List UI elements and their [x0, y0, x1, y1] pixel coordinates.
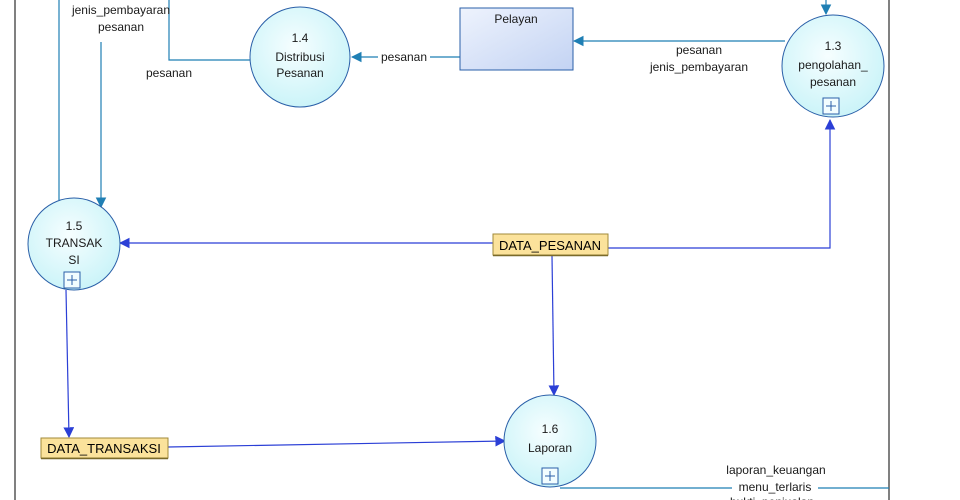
process-name-line: Laporan	[528, 441, 572, 455]
datastore-data-transaksi[interactable]: DATA_TRANSAKSI	[40, 437, 169, 460]
process-1-6[interactable]: 1.6 Laporan	[503, 394, 597, 488]
entity-pelayan[interactable]: Pelayan	[459, 7, 574, 71]
flow-label: laporan_keuangan	[726, 463, 825, 477]
datastore-data-pesanan[interactable]: DATA_PESANAN	[492, 233, 609, 257]
process-name-line: Pesanan	[276, 66, 323, 80]
process-number: 1.6	[542, 422, 559, 436]
plus-box-icon[interactable]	[822, 97, 840, 115]
flow-label: pesanan	[98, 20, 144, 34]
process-1-5[interactable]: 1.5 TRANSAK SI	[27, 197, 121, 291]
flow-line	[168, 0, 250, 61]
process-1-4[interactable]: 1.4 Distribusi Pesanan	[249, 6, 351, 108]
process-name-line: pengolahan_	[798, 58, 868, 72]
flow-label: jenis_pembayaran	[71, 3, 170, 17]
process-name-line: SI	[68, 253, 79, 267]
plus-box-icon[interactable]	[541, 467, 559, 485]
process-number: 1.4	[292, 31, 309, 45]
flow-label: pesanan	[146, 66, 192, 80]
process-number: 1.5	[66, 219, 83, 233]
datastore-label: DATA_TRANSAKSI	[47, 441, 161, 456]
flow-label: pesanan	[676, 43, 722, 57]
datastore-label: DATA_PESANAN	[499, 238, 601, 253]
plus-box-icon[interactable]	[63, 271, 81, 289]
flow-line	[548, 255, 560, 397]
flow-line	[63, 289, 75, 439]
process-number: 1.3	[825, 39, 842, 53]
flow-label: menu_terlaris	[739, 480, 812, 494]
entity-label: Pelayan	[494, 12, 537, 26]
flow-label: jenis_pembayaran	[649, 60, 748, 74]
process-name-line: pesanan	[810, 75, 856, 89]
flow-line	[167, 435, 507, 448]
process-name-line: TRANSAK	[46, 236, 103, 250]
flow-line	[608, 118, 836, 249]
flow-label: bukti_penjualan	[730, 495, 814, 500]
flow-label: pesanan	[381, 50, 427, 64]
process-name-line: Distribusi	[275, 50, 324, 64]
process-1-3[interactable]: 1.3 pengolahan_ pesanan	[781, 14, 885, 118]
